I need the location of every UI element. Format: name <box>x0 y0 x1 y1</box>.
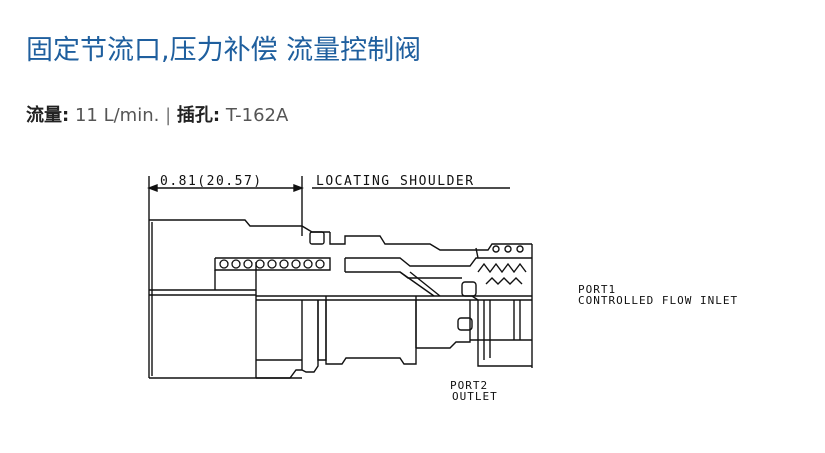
port2-label: PORT2 <box>450 379 488 392</box>
flow-value: 11 L/min. <box>74 105 160 126</box>
flow-label: 流量: <box>26 105 70 126</box>
port1-description: CONTROLLED FLOW INLET <box>578 294 738 307</box>
cavity-value: T-162A <box>225 105 289 126</box>
spec-line: 流量: 11 L/min. | 插孔: T-162A <box>26 101 288 127</box>
cavity-label: 插孔: <box>176 105 221 126</box>
spec-separator: | <box>165 105 172 126</box>
port2-description: OUTLET <box>452 390 498 403</box>
dimension-text: 0.81(20.57) <box>160 174 263 189</box>
page-title: 固定节流口,压力补偿 流量控制阀 <box>26 35 422 66</box>
port1-label: PORT1 <box>578 283 616 296</box>
locating-shoulder-label: LOCATING SHOULDER <box>316 174 475 189</box>
